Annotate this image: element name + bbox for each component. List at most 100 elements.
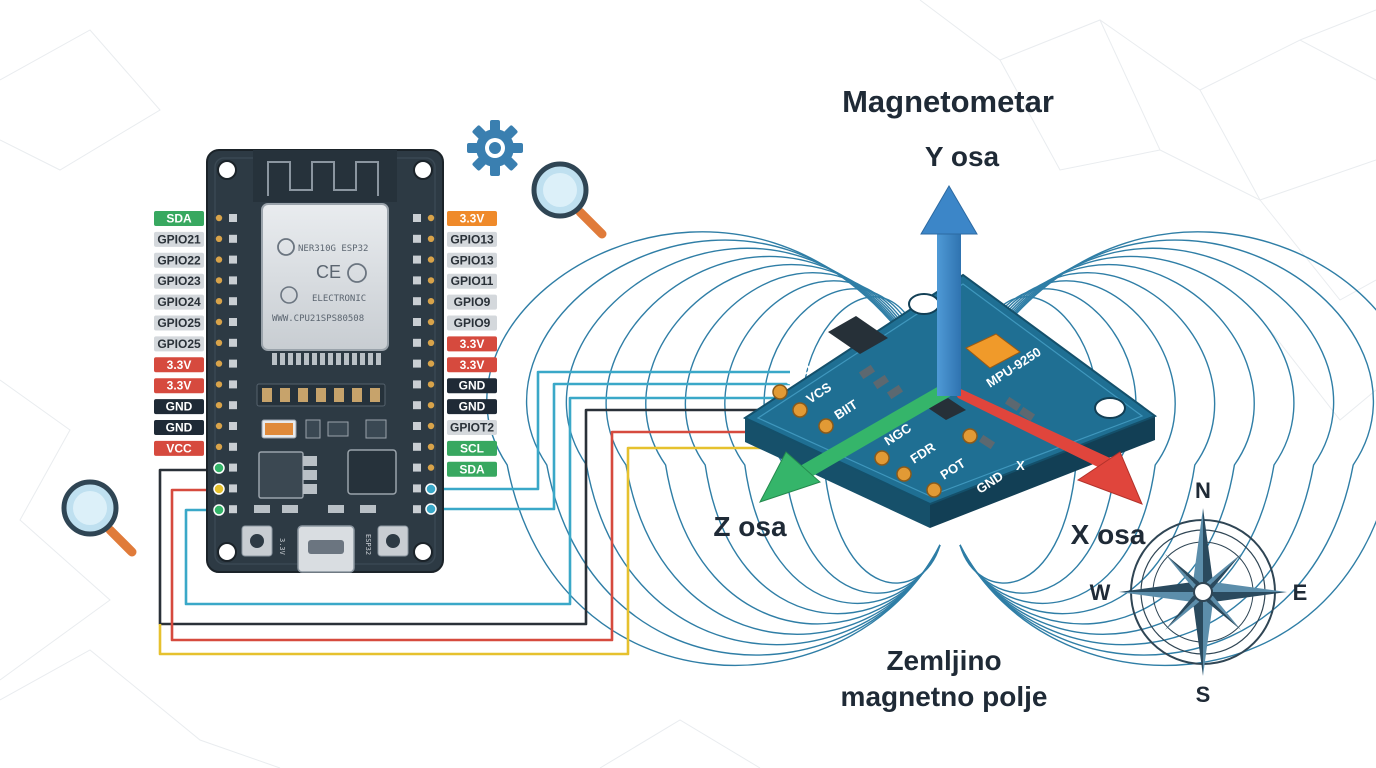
header-pin [215,381,223,388]
pin-label-gpio9: GPIO9 [447,315,497,331]
capacitor [965,333,1021,369]
pin-label-text: GPIO25 [157,316,201,330]
pin-label-vcc: VCC [154,440,204,456]
header-pin [427,214,435,222]
wired-pin [425,503,437,515]
pin-label-bg [154,440,204,456]
reset-button[interactable] [377,525,409,557]
module-pads-bottom [874,428,978,498]
header-pad [229,505,237,514]
pin-label-bg [154,252,204,268]
pin-label-text: GPIO11 [451,274,494,288]
gear-icon [467,120,523,176]
field-line [959,280,1176,605]
pin-label-bg [154,378,204,394]
pin-label-bg [154,336,204,352]
pin-label-bg [447,336,497,352]
wifi-logo-icon [347,263,367,283]
pin-label-text: GPIO13 [450,232,494,246]
pin-label-3.3v: 3.3V [447,211,497,226]
header-pins [213,214,437,516]
chip-line-2: ELECTRONIC [312,294,366,304]
fcc-logo-icon [280,286,298,304]
module-pad [344,353,349,365]
pin-label-text: 3.3V [460,337,485,351]
field-label-line-1: Zemljino [886,645,1001,676]
header-pin [215,402,223,409]
field-line [684,272,941,615]
header-pin [215,339,223,346]
magnifier-icon [531,161,607,239]
pin-label-gpio13: GPIO13 [447,252,497,268]
header-pad [413,318,421,326]
module-pad [296,353,301,365]
pin-label-bg [447,252,497,268]
header-pad [413,276,421,285]
wire-yellow [158,446,790,656]
header-pin [215,360,223,367]
pin-label-gpio13: GPIO13 [447,231,497,247]
pin-label-text: 3.3V [167,379,192,393]
pin-label-sda: SDA [447,461,497,477]
pin-label-gnd: GND [447,378,497,394]
module-pads-top [772,384,834,434]
module-pads [272,353,381,365]
pin-label-text: GPIOT2 [450,421,494,435]
pin-label-bg [154,294,204,310]
mount-hole [908,293,940,315]
header-pad [229,401,237,410]
sensor-ic [828,316,888,354]
antenna-area [253,150,397,202]
mount-hole [413,160,433,180]
field-line [525,239,941,656]
pin-label-bg [154,315,204,331]
smd-components [254,383,397,513]
pin-label-bg [447,420,497,435]
field-line [959,231,1376,667]
header-pad [413,338,421,347]
header-pad [229,338,237,347]
pin-label-text: VCC [166,441,192,455]
header-pin [427,464,435,471]
pin-label-gpio22: GPIO22 [154,252,204,268]
header-pad [413,422,421,430]
mount-hole [1094,397,1126,419]
boot-button[interactable] [241,525,273,557]
module-pad [312,353,317,365]
chip-line-1: NER310G ESP32 [298,244,368,254]
field-line [959,247,1335,646]
pin-label-gpio24: GPIO24 [154,294,204,310]
x-axis-label: X osa [1071,519,1146,550]
header-pin [427,443,435,450]
header-pin [215,298,223,305]
header-pin [427,422,435,430]
header-pad [413,401,421,410]
pin-label-gpio11: GPIO11 [447,273,497,289]
wired-pin [425,483,437,495]
field-line [645,264,941,625]
pin-label-text: GND [166,421,193,435]
header-pin [427,318,435,326]
compass-rose-icon [1119,508,1287,676]
x-axis-arrow [950,384,1143,505]
header-pad [229,484,237,493]
header-pad [413,442,421,451]
header-pin [215,214,223,222]
compass-south: S [1196,682,1211,707]
header-pin [427,235,435,242]
header-pin [427,402,435,409]
wired-pin [213,504,225,516]
pin-label-gpio25: GPIO25 [154,315,204,331]
header-pad [229,442,237,451]
pin-label-sda: SDA [154,211,204,226]
pin-label-bg [154,273,204,289]
pin-label-text: GND [459,379,486,393]
header-pin [215,422,223,430]
header-pin [215,318,223,326]
field-line [486,231,941,667]
pin-label-bg [447,315,497,331]
pin-label-text: GPIO25 [157,337,201,351]
usb-port[interactable] [297,525,355,573]
header-pad [413,380,421,389]
pin-label-text: SCL [460,441,484,455]
